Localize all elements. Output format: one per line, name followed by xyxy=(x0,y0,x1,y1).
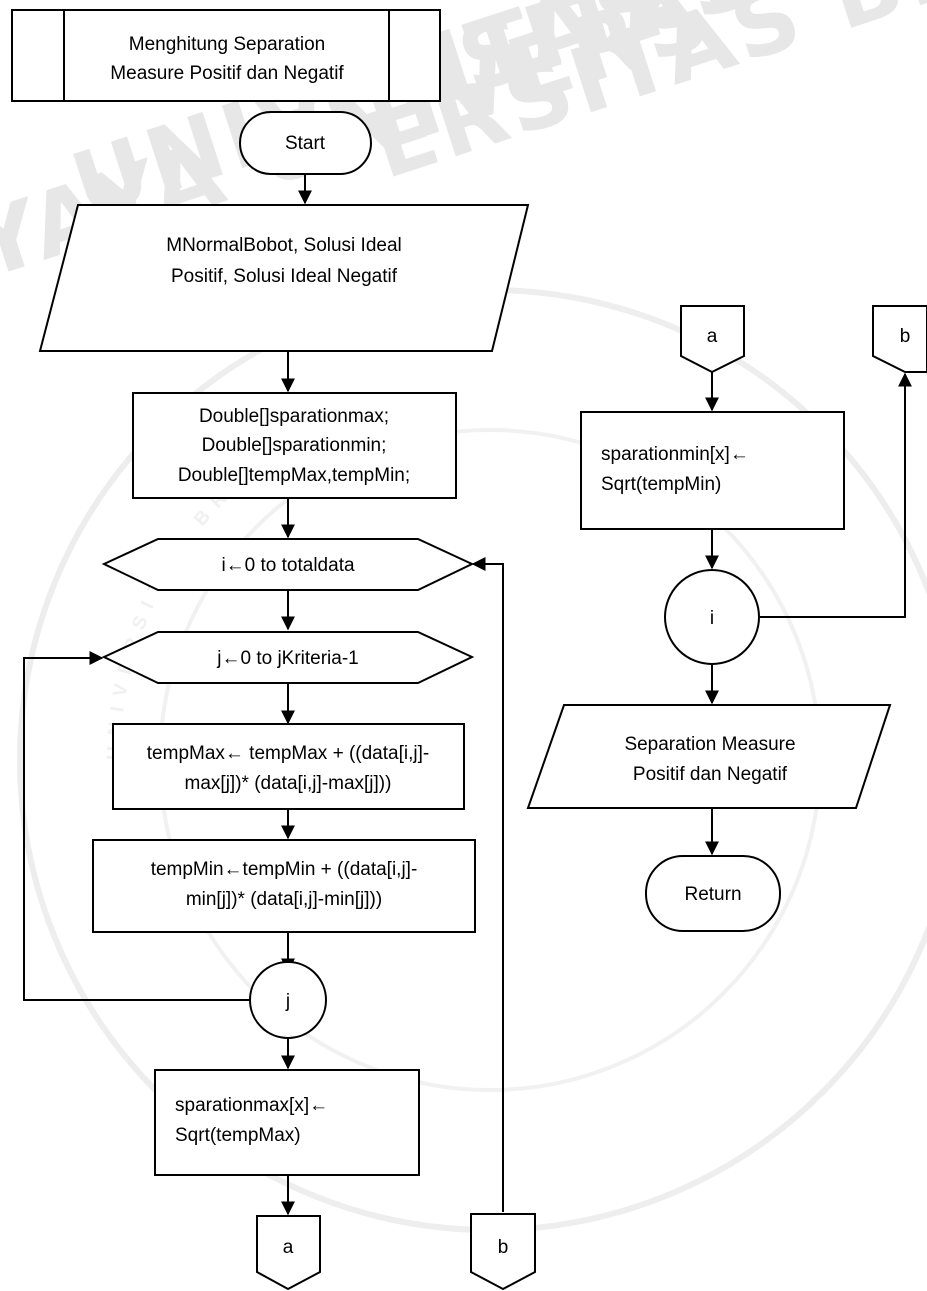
return-label: Return xyxy=(684,884,741,905)
tempmax-line-2: max[j])* (data[i,j]-max[j])) xyxy=(185,773,392,794)
sparationmin-line-2: Sqrt(tempMin) xyxy=(601,474,721,495)
loop-i-preparation: i←0 to totaldata xyxy=(101,538,475,591)
output-line-1: Separation Measure xyxy=(624,734,795,755)
offpage-connector-a-top: a xyxy=(680,305,745,374)
tempmax-line-1: tempMax← tempMax + ((data[i,j]- xyxy=(147,743,429,764)
input-data-parallelogram: MNormalBobot, Solusi Ideal Positif, Solu… xyxy=(38,204,530,352)
output-line-2: Positif dan Negatif xyxy=(633,764,788,785)
tempmin-process-box: tempMin←tempMin + ((data[i,j]- min[j])* … xyxy=(92,839,476,933)
input-line-2: Positif, Solusi Ideal Negatif xyxy=(171,266,398,287)
output-data-parallelogram: Separation Measure Positif dan Negatif xyxy=(526,704,892,809)
offpage-connector-b-top: b xyxy=(872,305,927,373)
loop-j-label: j←0 to jKriteria-1 xyxy=(216,648,359,669)
sparationmin-process-box: sparationmin[x]← Sqrt(tempMin) xyxy=(580,411,845,530)
loop-j-connector: j xyxy=(249,961,327,1039)
predefined-process-box: Menghitung Separation Measure Positif da… xyxy=(11,9,441,102)
sparationmax-process-box: sparationmax[x]← Sqrt(tempMax) xyxy=(154,1069,420,1176)
offpage-connector-b-bottom: b xyxy=(470,1213,536,1291)
offpage-connector-a-bottom: a xyxy=(256,1215,321,1291)
predefined-process-line-2: Measure Positif dan Negatif xyxy=(110,63,344,84)
declaration-line-3: Double[]tempMax,tempMin; xyxy=(178,465,410,486)
connector-j-label: j xyxy=(285,991,290,1012)
declaration-line-2: Double[]sparationmin; xyxy=(202,435,387,456)
tempmin-line-2: min[j])* (data[i,j]-min[j])) xyxy=(186,889,382,910)
declaration-process-box: Double[]sparationmax; Double[]sparationm… xyxy=(132,392,457,499)
offpage-b-top-label: b xyxy=(900,326,911,347)
offpage-b-bottom-label: b xyxy=(498,1237,509,1258)
connector-i-label: i xyxy=(710,608,714,629)
start-label: Start xyxy=(285,133,326,154)
sparationmax-line-2: Sqrt(tempMax) xyxy=(175,1125,301,1146)
offpage-a-top-label: a xyxy=(707,326,718,347)
loop-j-preparation: j←0 to jKriteria-1 xyxy=(101,631,475,684)
tempmax-process-box: tempMax← tempMax + ((data[i,j]- max[j])*… xyxy=(112,723,465,810)
sparationmin-line-1: sparationmin[x]← xyxy=(601,444,749,465)
return-terminator: Return xyxy=(645,855,781,932)
tempmin-line-1: tempMin←tempMin + ((data[i,j]- xyxy=(151,859,418,880)
predefined-process-line-1: Menghitung Separation xyxy=(129,34,325,55)
start-terminator: Start xyxy=(239,111,372,175)
offpage-a-bottom-label: a xyxy=(283,1237,294,1258)
loop-i-label: i←0 to totaldata xyxy=(221,555,355,576)
sparationmax-line-1: sparationmax[x]← xyxy=(175,1095,328,1116)
declaration-line-1: Double[]sparationmax; xyxy=(199,406,389,427)
input-line-1: MNormalBobot, Solusi Ideal xyxy=(166,235,402,256)
loop-i-connector: i xyxy=(664,569,760,665)
